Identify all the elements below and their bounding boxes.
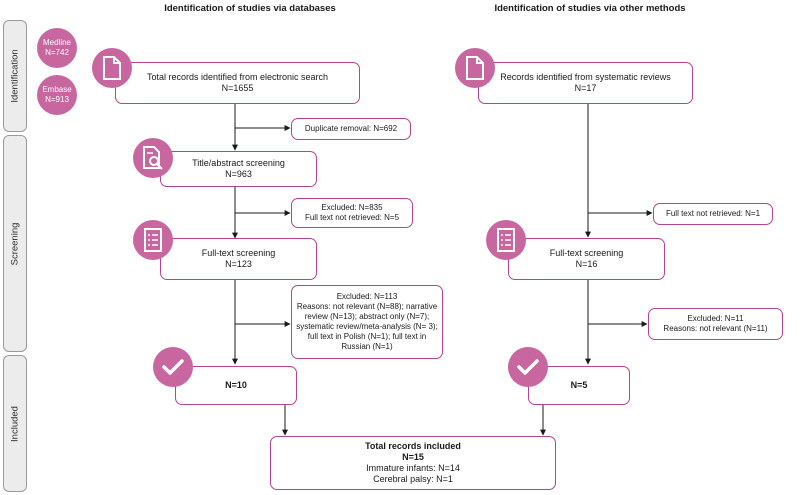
box-included-left: N=10 — [175, 366, 297, 405]
source-medline: Medline N=742 — [37, 28, 77, 68]
title-screening-count: N=963 — [225, 169, 252, 179]
fulltext-left-label: Full-text screening — [201, 248, 276, 258]
fulltext-left-count: N=123 — [225, 259, 252, 269]
fulltext-right-count: N=16 — [575, 259, 598, 269]
excluded2-line2: Reasons: not relevant (N=88); narrative — [296, 302, 438, 311]
excluded2-line6: Russian (N=1) — [341, 342, 393, 351]
excluded-right-line2: Reasons: not relevant (N=11) — [663, 324, 768, 333]
source-medline-count: N=742 — [45, 48, 69, 57]
band-included-label: Included — [9, 405, 21, 442]
total-title: Total records included — [365, 441, 461, 451]
heading-databases: Identification of studies via databases — [164, 3, 336, 14]
excluded2-line4: systematic review/meta-analysis (N= 3); — [296, 322, 438, 331]
source-embase-name: Embase — [42, 85, 72, 94]
band-screening: Screening — [3, 135, 27, 352]
box-excluded-fulltext-right: Excluded: N=11 Reasons: not relevant (N=… — [648, 308, 783, 340]
excluded1-line1: Excluded: N=835 — [321, 203, 383, 212]
checklist-icon — [133, 220, 173, 260]
band-identification-label: Identification — [9, 49, 21, 103]
included-left-count: N=10 — [225, 380, 247, 390]
excluded1-line2: Full text not retrieved: N=5 — [304, 213, 400, 222]
box-records-systematic-reviews: Records identified from systematic revie… — [478, 62, 693, 104]
excluded2-line1: Excluded: N=113 — [336, 292, 398, 301]
band-included: Included — [3, 355, 27, 492]
checklist-icon — [486, 220, 526, 260]
records-right-label: Records identified from systematic revie… — [500, 72, 671, 82]
source-embase-count: N=913 — [45, 95, 69, 104]
box-duplicate-removal: Duplicate removal: N=692 — [291, 118, 411, 140]
search-document-icon — [133, 138, 173, 178]
document-icon — [455, 48, 495, 88]
box-excluded-screening: Excluded: N=835 Full text not retrieved:… — [291, 198, 413, 228]
box-total-records-electronic: Total records identified from electronic… — [115, 62, 360, 104]
checkmark-icon — [508, 347, 548, 387]
not-retrieved-text: Full text not retrieved: N=1 — [665, 209, 761, 218]
fulltext-right-label: Full-text screening — [549, 248, 624, 258]
title-screening-label: Title/abstract screening — [192, 158, 285, 168]
total-line1: Immature infants: N=14 — [366, 463, 460, 473]
box-total-included: Total records included N=15 Immature inf… — [270, 436, 556, 490]
excluded2-line3: review (N=13); abstract only (N=7); — [304, 312, 430, 321]
box-full-text-not-retrieved: Full text not retrieved: N=1 — [653, 203, 773, 225]
total-count: N=15 — [402, 452, 424, 462]
document-icon — [92, 48, 132, 88]
source-embase: Embase N=913 — [37, 75, 77, 115]
heading-other-methods: Identification of studies via other meth… — [494, 3, 686, 14]
records-count: N=1655 — [221, 83, 254, 93]
records-right-count: N=17 — [574, 83, 597, 93]
included-right-count: N=5 — [570, 380, 588, 390]
source-medline-name: Medline — [42, 38, 71, 47]
total-line2: Cerebral palsy: N=1 — [373, 474, 453, 484]
checkmark-icon — [153, 347, 193, 387]
box-fulltext-screening-right: Full-text screening N=16 — [508, 238, 665, 280]
excluded-right-line1: Excluded: N=11 — [687, 314, 744, 323]
box-title-abstract-screening: Title/abstract screening N=963 — [160, 151, 317, 187]
duplicate-removal-text: Duplicate removal: N=692 — [304, 124, 398, 133]
records-label: Total records identified from electronic… — [146, 72, 329, 82]
excluded2-line5: full text in Polish (N=1); full text in — [307, 332, 427, 341]
box-fulltext-screening-left: Full-text screening N=123 — [160, 238, 317, 280]
box-excluded-fulltext-left: Excluded: N=113 Reasons: not relevant (N… — [291, 285, 443, 359]
band-screening-label: Screening — [9, 222, 21, 265]
band-identification: Identification — [3, 20, 27, 132]
